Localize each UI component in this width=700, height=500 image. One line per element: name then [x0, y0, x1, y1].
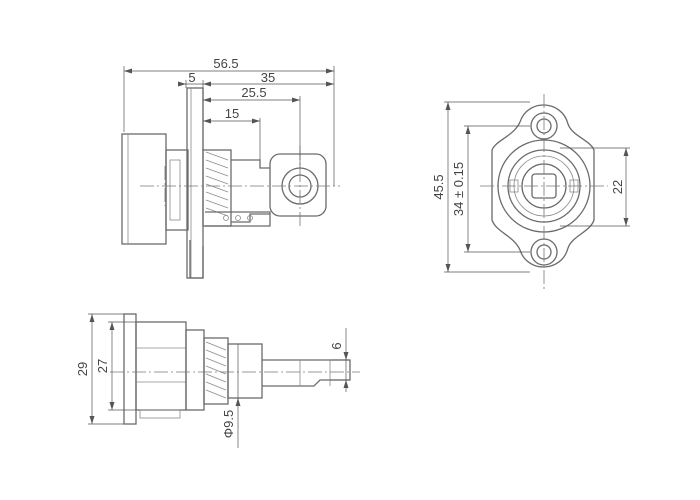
bottom-shoulder — [227, 343, 263, 399]
dim-front-height: 45.5 — [431, 174, 446, 199]
front-view-dimensions: 45.5 34 ± 0.15 22 — [431, 101, 630, 273]
front-flange-outline — [491, 104, 595, 268]
dim-lug-hole-position: 25.5 — [241, 85, 266, 100]
side-view-dimensions: 56.5 5 35 25.5 15 — [123, 56, 335, 186]
bottom-housing — [135, 321, 187, 411]
terminal-lug — [269, 153, 327, 217]
bottom-collar — [185, 329, 205, 411]
dim-pin-diameter: Φ9.5 — [221, 410, 236, 438]
bottom-view — [110, 313, 360, 425]
dim-flange-offset: 5 — [188, 70, 195, 85]
bottom-flange — [123, 313, 137, 425]
dim-overall-length: 56.5 — [213, 56, 238, 71]
dim-terminal-length: 35 — [261, 70, 275, 85]
rear-housing — [121, 133, 167, 245]
front-view — [480, 94, 608, 290]
dim-body-width: 22 — [610, 180, 625, 194]
dim-shoulder-length: 15 — [225, 106, 239, 121]
dim-lug-thickness: 6 — [329, 342, 344, 349]
dim-body-height: 27 — [95, 359, 110, 373]
dim-hole-spacing: 34 ± 0.15 — [451, 162, 466, 216]
bottom-view-dimensions: 29 27 6 Φ9.5 — [75, 313, 350, 448]
dim-flange-height: 29 — [75, 362, 90, 376]
inner-housing — [165, 149, 189, 231]
side-view — [121, 87, 340, 279]
